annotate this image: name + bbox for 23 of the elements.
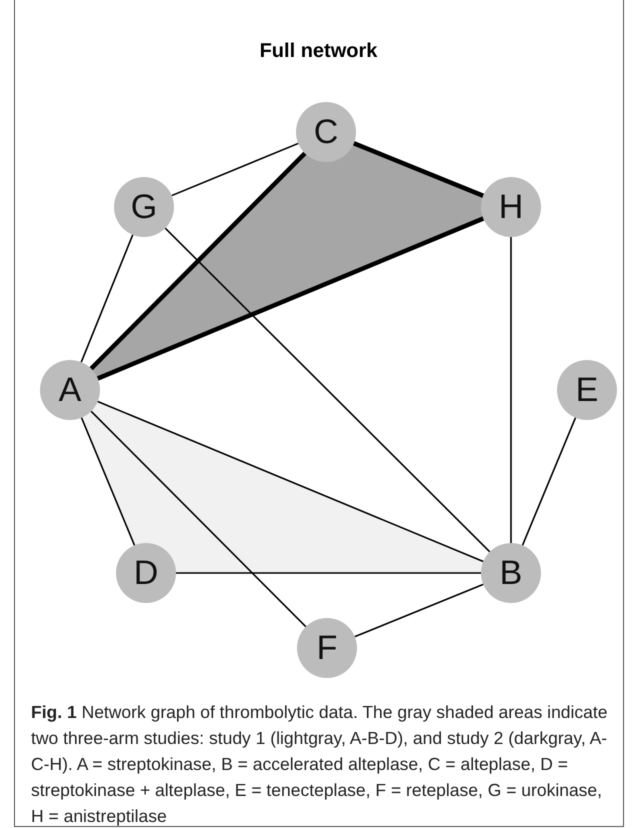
connector-line bbox=[164, 228, 490, 552]
node-circle: G bbox=[114, 177, 174, 237]
connector-line bbox=[176, 572, 481, 574]
connector-line bbox=[352, 141, 484, 198]
node-circle: F bbox=[297, 618, 357, 678]
connector-line bbox=[354, 584, 484, 638]
connector-line bbox=[80, 417, 136, 546]
node-circle: A bbox=[40, 360, 100, 420]
node-circle: C bbox=[296, 102, 356, 162]
connector-line bbox=[522, 417, 576, 546]
connector-line bbox=[510, 237, 512, 543]
connector-line bbox=[90, 410, 306, 628]
diagram-title: Full network bbox=[258, 40, 378, 63]
node-circle: E bbox=[557, 360, 617, 420]
node-circle: D bbox=[116, 543, 176, 603]
figure-caption: Fig. 1 Network graph of thrombolytic data. The gray shaded areas indicate two three-arm studies: study 1 (lightgray, A-B-D), and study 2 (darkgray, A-C-H). A = streptokinase, B = accelerated alteplase, C = alteplase, D = streptokinase + alteplase, E = tenecteplase, F = reteplase, G = urokinase, H = anistreptilase bbox=[31, 701, 609, 828]
node-circle: B bbox=[481, 543, 541, 603]
connector-line bbox=[171, 142, 299, 196]
connector-line bbox=[80, 234, 134, 362]
node-circle: H bbox=[481, 177, 541, 237]
connector-line bbox=[96, 216, 484, 381]
connector-line bbox=[90, 152, 306, 370]
connector-line bbox=[97, 400, 484, 562]
